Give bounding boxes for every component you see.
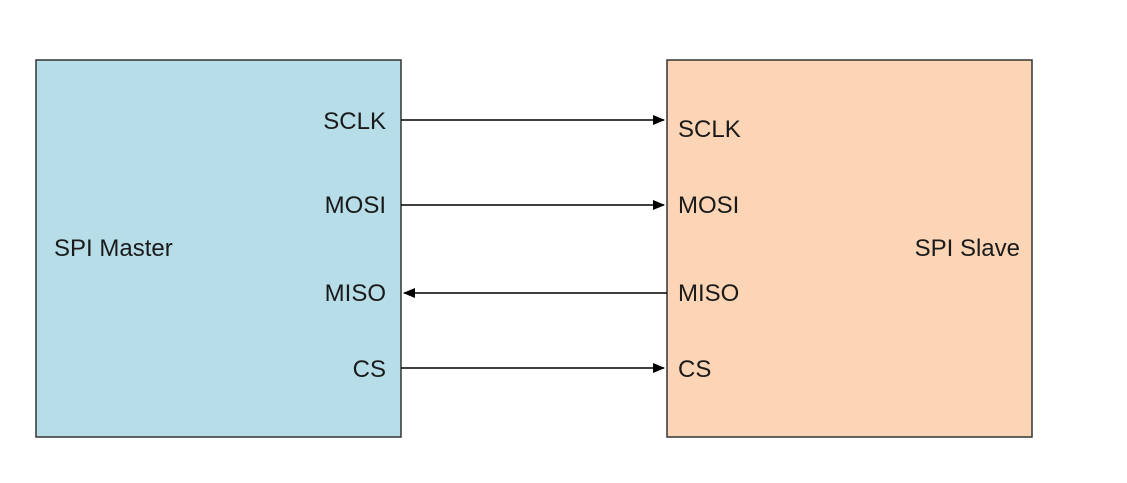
master-pin-sclk: SCLK [323, 108, 386, 135]
spi-slave-block [666, 59, 1033, 438]
slave-pin-miso: MISO [678, 280, 739, 307]
slave-pin-cs: CS [678, 356, 711, 383]
spi-slave-label: SPI Slave [915, 235, 1020, 262]
spi-master-block [35, 59, 402, 438]
master-pin-cs: CS [353, 356, 386, 383]
spi-master-label: SPI Master [54, 235, 173, 262]
slave-pin-mosi: MOSI [678, 192, 739, 219]
master-pin-miso: MISO [325, 280, 386, 307]
slave-pin-sclk: SCLK [678, 116, 741, 143]
master-pin-mosi: MOSI [325, 192, 386, 219]
